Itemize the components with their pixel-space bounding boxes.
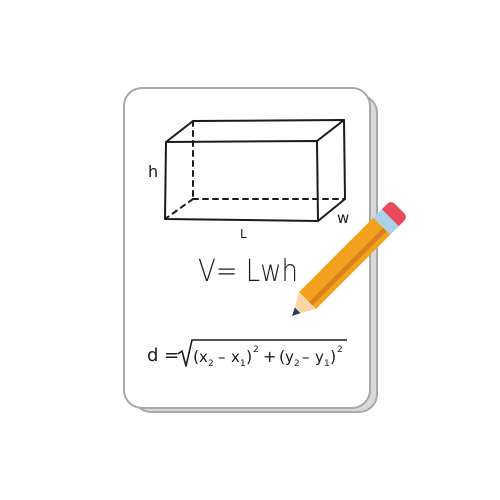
pencil-lead [292,307,301,316]
x1-subscript: 1 [240,359,246,369]
pencil-eraser [381,202,406,227]
label-width: w [337,209,349,227]
volume-formula: V= Lwh [198,254,298,289]
minus-2: – [302,348,310,366]
minus-1: – [218,348,226,366]
paren-open-1: ( [193,347,199,366]
pencil-stripe [308,227,387,306]
rectangular-prism-drawing [164,119,346,222]
pencil-ferrule [373,209,399,235]
paren-close-1: ) [246,347,252,366]
distance-formula: d = ( x 2 – x 1 ) 2 + ( y 2 – y 1 ) 2 [147,339,347,369]
y2-subscript: 2 [294,359,300,369]
label-height: h [148,162,158,181]
pencil-body [299,217,391,309]
paren-open-2: ( [279,347,285,366]
label-length: L [240,227,247,241]
x2-subscript: 2 [208,359,214,369]
paren-close-2: ) [330,347,336,366]
pencil-icon [292,202,406,316]
y2: y [285,348,294,366]
power-1: 2 [253,345,259,355]
x1: x [231,348,240,366]
radical-sign [177,339,347,367]
plus-sign: + [263,347,276,366]
power-2: 2 [337,345,343,355]
y1-subscript: 1 [324,359,330,369]
x2: x [199,348,208,366]
y1: y [315,348,324,366]
distance-lhs: d = [147,345,179,366]
pencil-wood [294,291,317,314]
